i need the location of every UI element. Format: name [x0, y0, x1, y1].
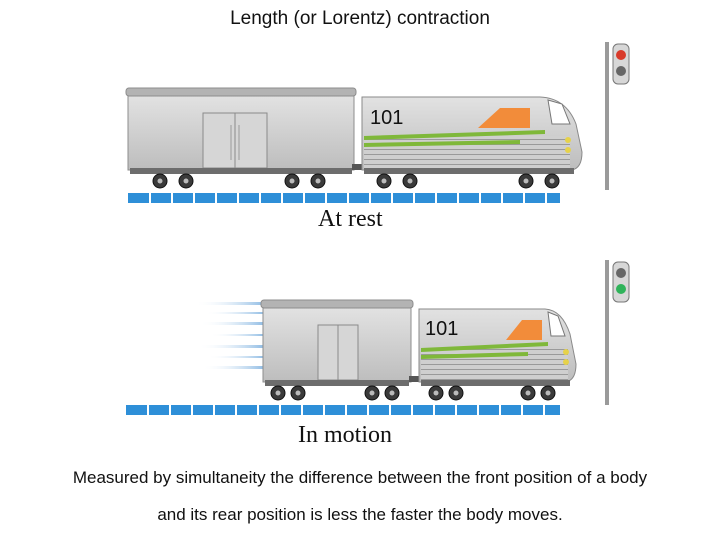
- signal-light-off: [616, 66, 626, 76]
- track-rest: [128, 193, 560, 203]
- boxcar-motion: [260, 299, 414, 386]
- boxcar-rest: [125, 87, 357, 174]
- caption-line-2: and its rear position is less the faster…: [157, 505, 563, 524]
- locomotive-number-motion: 101: [425, 318, 458, 340]
- signal-light-off: [616, 268, 626, 278]
- caption-line-1: Measured by simultaneity the difference …: [72, 468, 648, 487]
- label-at-rest: At rest: [318, 206, 383, 232]
- signal-motion: [605, 260, 630, 405]
- label-in-motion: In motion: [298, 422, 392, 448]
- track-motion: [126, 405, 560, 415]
- locomotive-rest: [361, 96, 583, 174]
- wheels-rest: [152, 173, 560, 189]
- scene-at-rest: 101: [125, 42, 630, 203]
- page-title: Length (or Lorentz) contraction: [230, 8, 490, 29]
- scene-in-motion: 101: [126, 260, 630, 415]
- locomotive-number-rest: 101: [370, 107, 403, 129]
- motion-blur: [195, 302, 265, 369]
- signal-light-green: [616, 284, 626, 294]
- signal-light-red: [616, 50, 626, 60]
- signal-rest: [605, 42, 630, 190]
- locomotive-motion: [418, 308, 577, 386]
- wheels-motion: [270, 385, 556, 401]
